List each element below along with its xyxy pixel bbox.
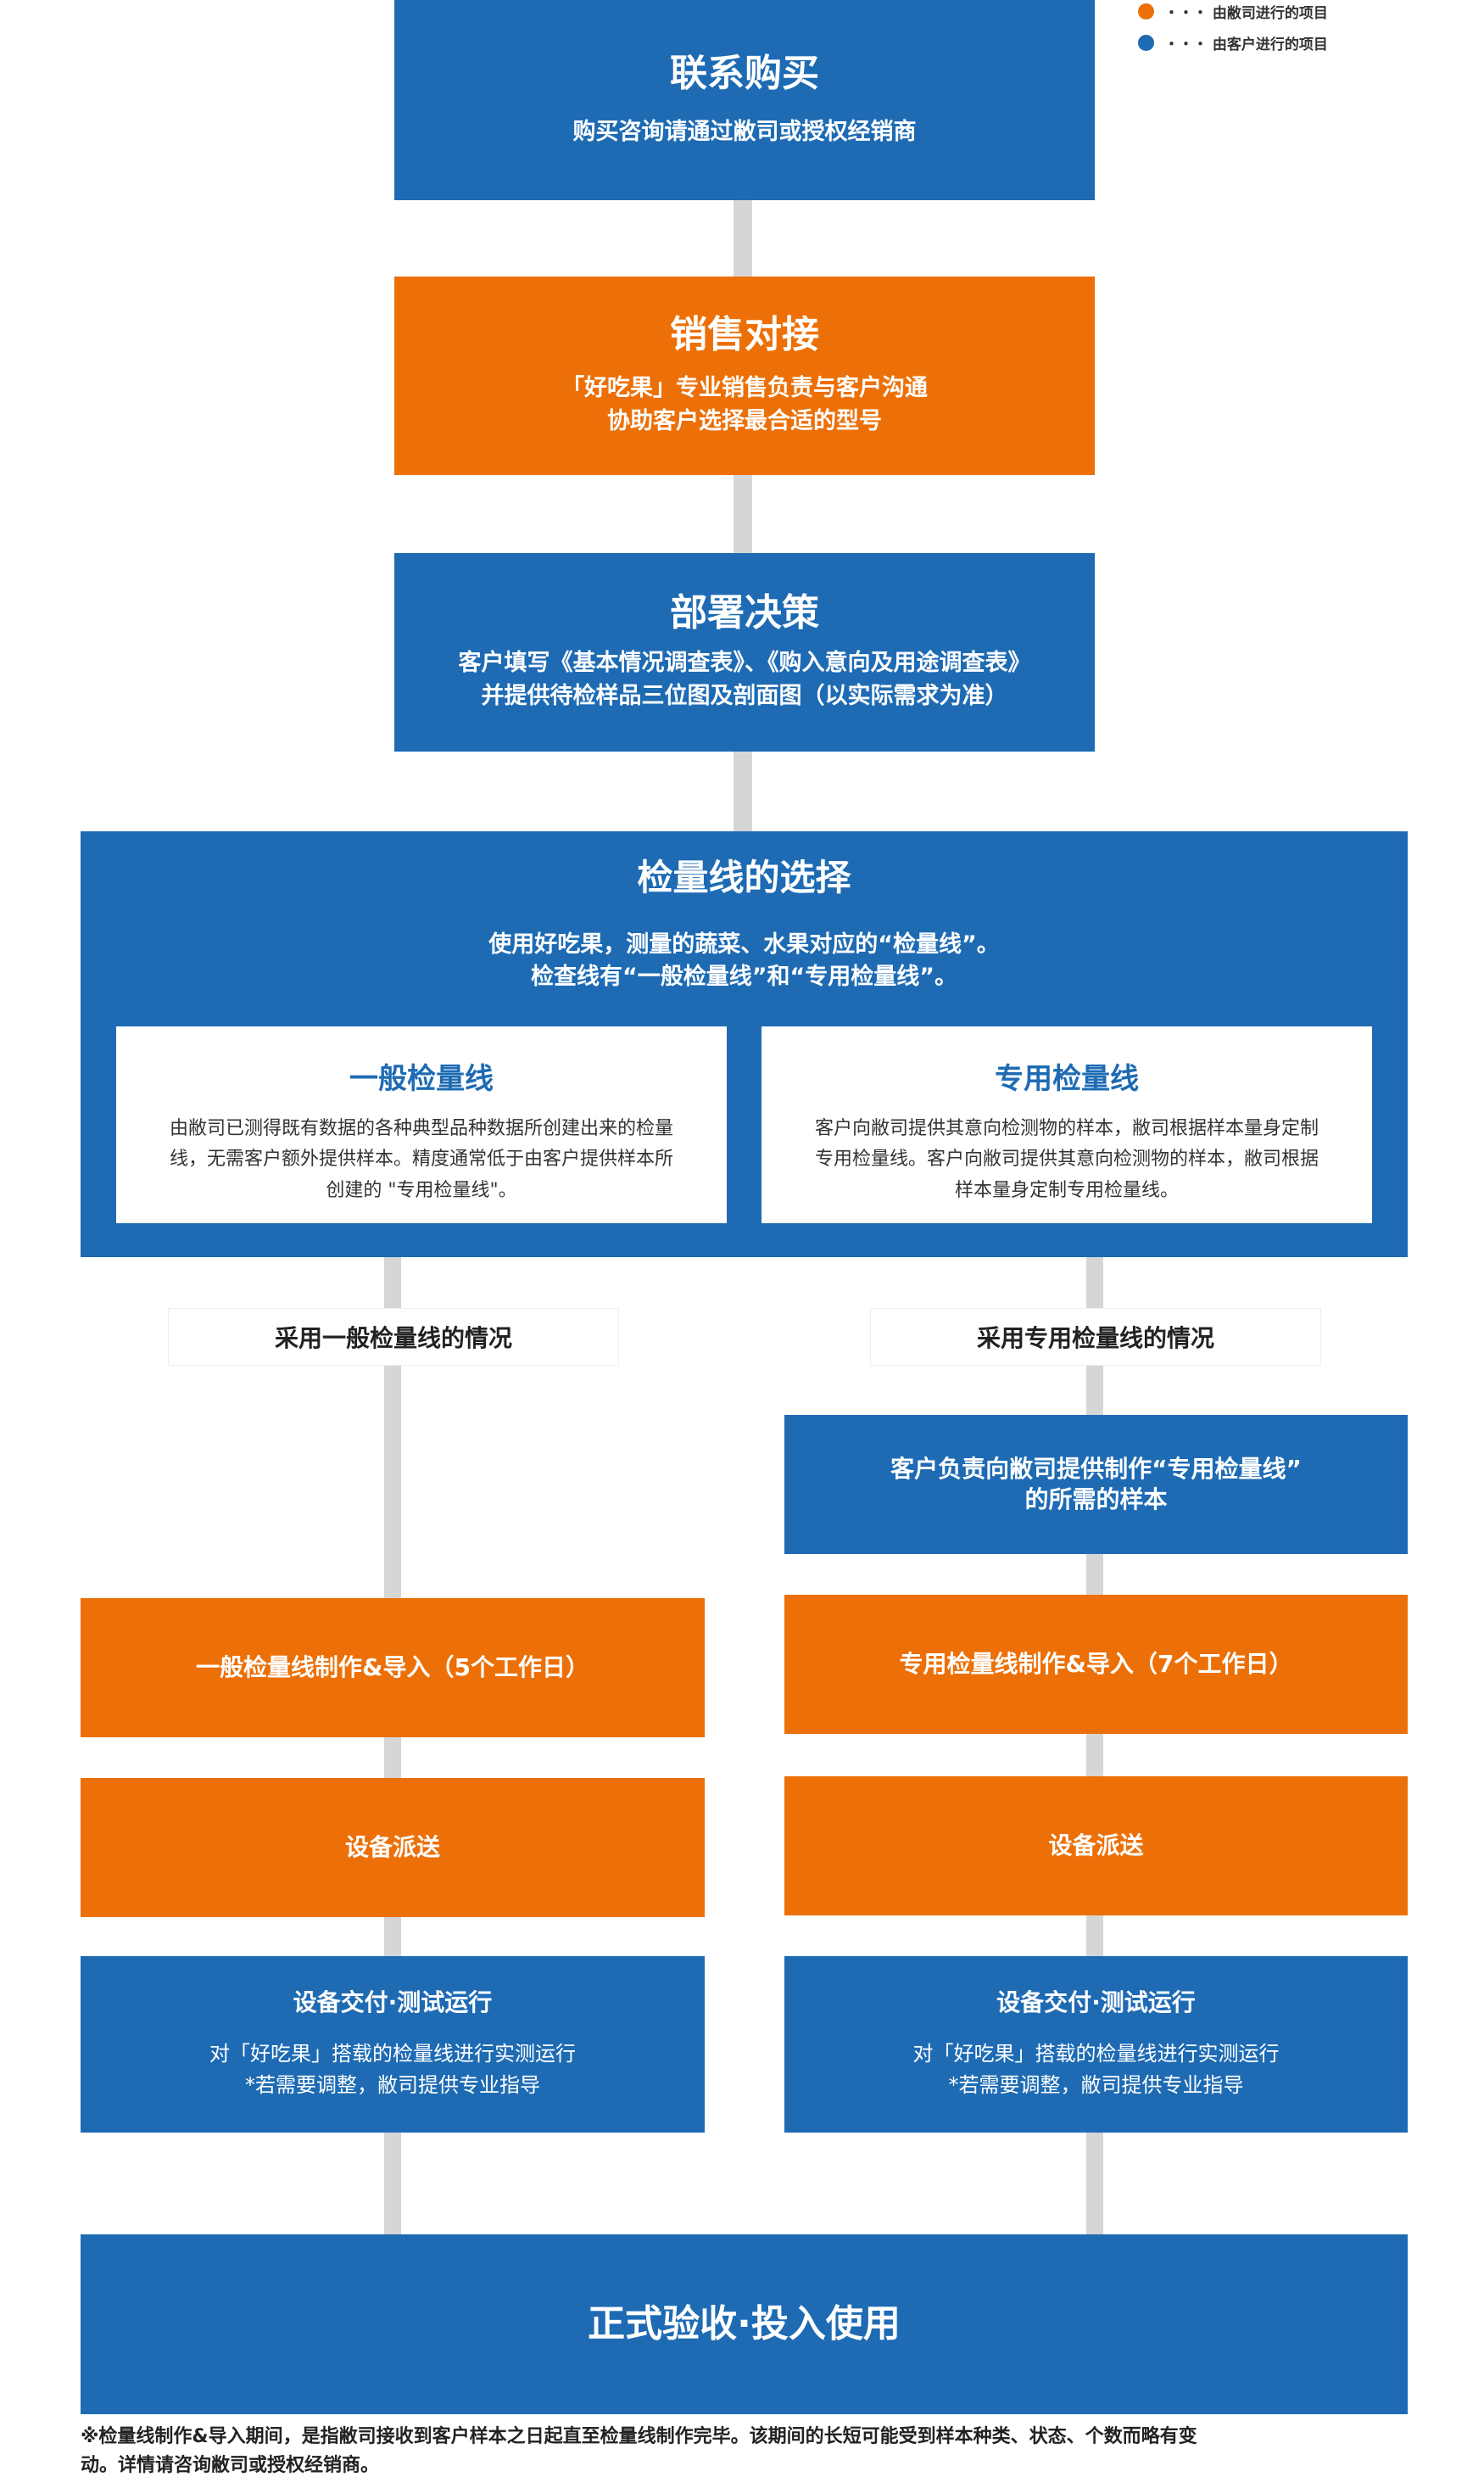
orange-dot-icon [1138, 3, 1154, 20]
footnote-line2: 动。详情请咨询敝司或授权经销商。 [81, 2455, 380, 2477]
step-selection: 检量线的选择 使用好吃果，测量的蔬菜、水果对应的“检量线”。 检查线有“一般检量… [81, 831, 1408, 1257]
step-decision-line1: 客户填写《基本情况调查表》、《购入意向及用途调查表》 [458, 650, 1031, 677]
legend-customer: ・・・ 由客户进行的项目 [1138, 32, 1328, 53]
connector-sales-decision [734, 475, 752, 553]
step-sales-line2: 协助客户选择最合适的型号 [607, 408, 882, 435]
step-dedicated-ship: 设备派送 [784, 1776, 1408, 1915]
step-dedicated-test-title: 设备交付·测试运行 [996, 1988, 1196, 2016]
step-dedicated-test-line2: *若需要调整，敝司提供专业指导 [948, 2073, 1244, 2098]
step-provide-line1: 客户负责向敝司提供制作“专用检量线” [890, 1454, 1302, 1483]
step-provide-samples: 客户负责向敝司提供制作“专用检量线” 的所需的样本 [784, 1415, 1408, 1554]
step-dedicated-ship-label: 设备派送 [1048, 1831, 1144, 1859]
step-final: 正式验收·投入使用 [81, 2234, 1408, 2414]
step-contact: 联系购买 购买咨询请通过敝司或授权经销商 [394, 0, 1095, 200]
card-general-title: 一般检量线 [349, 1062, 494, 1096]
blue-dot-icon [1138, 35, 1154, 51]
card-general: 一般检量线 由敝司已测得既有数据的各种典型品种数据所创建出来的检量线，无需客户额… [116, 1026, 727, 1223]
card-dedicated-desc: 客户向敝司提供其意向检测物的样本，敝司根据样本量身定制专用检量线。客户向敝司提供… [814, 1118, 1319, 1201]
step-selection-line2: 检查线有“一般检量线”和“专用检量线”。 [531, 964, 957, 990]
step-selection-line1: 使用好吃果，测量的蔬菜、水果对应的“检量线”。 [488, 931, 1000, 958]
legend-customer-label: ・・・ 由客户进行的项目 [1164, 36, 1328, 53]
step-contact-desc: 购买咨询请通过敝司或授权经销商 [572, 118, 917, 145]
step-dedicated-test: 设备交付·测试运行 对「好吃果」搭载的检量线进行实测运行 *若需要调整，敝司提供… [784, 1956, 1408, 2133]
legend-company-label: ・・・ 由敝司进行的项目 [1164, 5, 1328, 22]
step-contact-title: 联系购买 [670, 52, 819, 96]
branch-label-general: 采用一般检量线的情况 [168, 1308, 619, 1366]
step-decision-line2: 并提供待检样品三位图及剖面图（以实际需求为准） [481, 683, 1008, 710]
step-final-title: 正式验收·投入使用 [588, 2301, 901, 2345]
step-general-test-title: 设备交付·测试运行 [293, 1988, 493, 2016]
step-dedicated-make: 专用检量线制作&导入（7个工作日） [784, 1595, 1408, 1734]
step-decision-title: 部署决策 [670, 591, 819, 635]
footnote-line1: ※检量线制作&导入期间，是指敝司接收到客户样本之日起直至检量线制作完毕。该期间的… [81, 2426, 1197, 2447]
connector-contact-sales [734, 200, 752, 277]
legend-company: ・・・ 由敝司进行的项目 [1138, 1, 1328, 22]
branch-label-dedicated: 采用专用检量线的情况 [870, 1308, 1321, 1366]
step-general-test-line2: *若需要调整，敝司提供专业指导 [245, 2073, 540, 2098]
step-sales-title: 销售对接 [670, 313, 819, 357]
step-dedicated-test-line1: 对「好吃果」搭载的检量线进行实测运行 [912, 2042, 1280, 2066]
step-general-test: 设备交付·测试运行 对「好吃果」搭载的检量线进行实测运行 *若需要调整，敝司提供… [81, 1956, 705, 2133]
step-general-make-label: 一般检量线制作&导入（5个工作日） [196, 1652, 589, 1681]
card-general-desc: 由敝司已测得既有数据的各种典型品种数据所创建出来的检量线，无需客户额外提供样本。… [169, 1118, 673, 1201]
step-dedicated-make-label: 专用检量线制作&导入（7个工作日） [899, 1649, 1293, 1678]
step-selection-title: 检量线的选择 [637, 857, 851, 898]
card-dedicated-title: 专用检量线 [995, 1062, 1139, 1096]
step-sales: 销售对接 「好吃果」专业销售负责与客户沟通 协助客户选择最合适的型号 [394, 277, 1095, 475]
step-general-make: 一般检量线制作&导入（5个工作日） [81, 1598, 705, 1737]
step-provide-line2: 的所需的样本 [1024, 1485, 1168, 1513]
connector-decision-selection [734, 752, 752, 831]
step-general-ship: 设备派送 [81, 1778, 705, 1917]
step-general-ship-label: 设备派送 [344, 1832, 440, 1861]
card-dedicated: 专用检量线 客户向敝司提供其意向检测物的样本，敝司根据样本量身定制专用检量线。客… [762, 1026, 1372, 1223]
step-sales-line1: 「好吃果」专业销售负责与客户沟通 [561, 375, 928, 402]
footnote: ※检量线制作&导入期间，是指敝司接收到客户样本之日起直至检量线制作完毕。该期间的… [81, 2423, 1437, 2480]
step-general-test-line1: 对「好吃果」搭载的检量线进行实测运行 [209, 2042, 576, 2066]
step-decision: 部署决策 客户填写《基本情况调查表》、《购入意向及用途调查表》 并提供待检样品三… [394, 553, 1095, 752]
